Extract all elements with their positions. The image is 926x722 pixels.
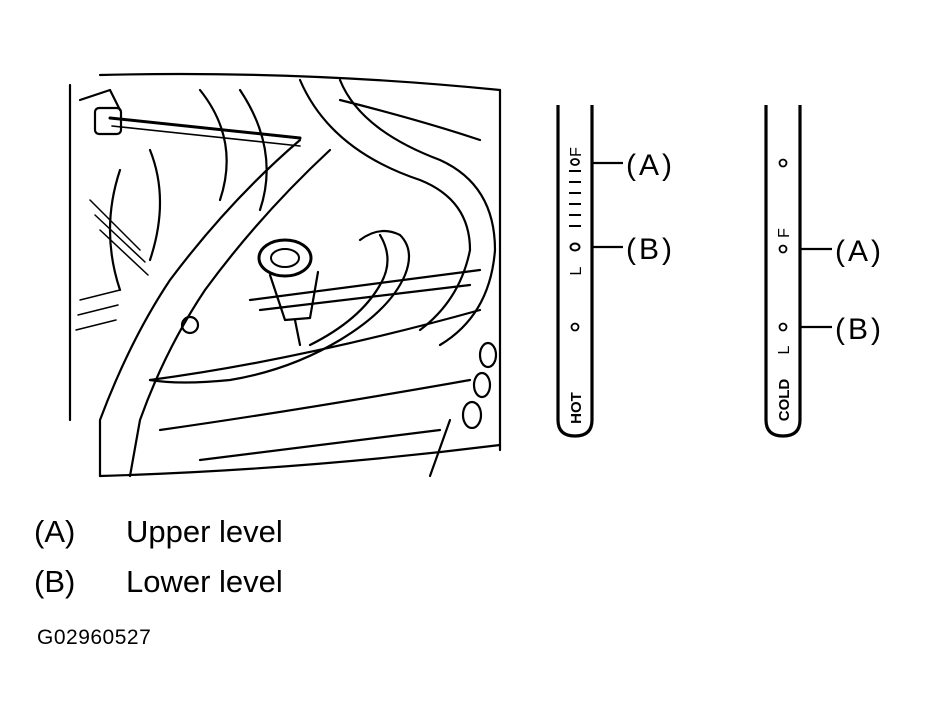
hot-full-mark: F	[568, 147, 585, 157]
hot-scale-ticks	[569, 170, 581, 227]
cold-callout-b: (B)	[835, 313, 884, 346]
cold-temp-label: COLD	[776, 379, 793, 422]
legend-key: (A)	[34, 514, 76, 549]
cold-full-mark: F	[776, 228, 793, 238]
hot-callout-a: (A)	[626, 149, 675, 182]
hot-callout-b: (B)	[626, 233, 675, 266]
hot-dipstick-outline	[556, 105, 594, 438]
engine-bay-illustration	[68, 72, 502, 478]
legend-text: Upper level	[126, 514, 283, 549]
cold-top-dot	[778, 158, 788, 168]
hot-extra-dot	[570, 322, 580, 332]
cold-callout-a: (A)	[835, 235, 884, 268]
hot-upper-dot	[570, 158, 580, 166]
legend-key: (B)	[34, 564, 76, 599]
cold-low-mark: L	[776, 345, 793, 354]
hot-temp-label: HOT	[568, 392, 585, 424]
figure-id: G02960527	[37, 626, 152, 649]
cold-dipstick: F L COLD (A) (B)	[764, 105, 884, 438]
legend-text: Lower level	[126, 564, 283, 599]
hot-low-mark: L	[568, 266, 585, 275]
cold-upper-dot	[778, 244, 788, 254]
hot-lower-dot	[569, 242, 581, 252]
cold-lower-dot	[778, 322, 788, 332]
cold-dipstick-outline	[764, 105, 802, 438]
hot-dipstick: F L HOT (A) (B)	[556, 105, 675, 438]
